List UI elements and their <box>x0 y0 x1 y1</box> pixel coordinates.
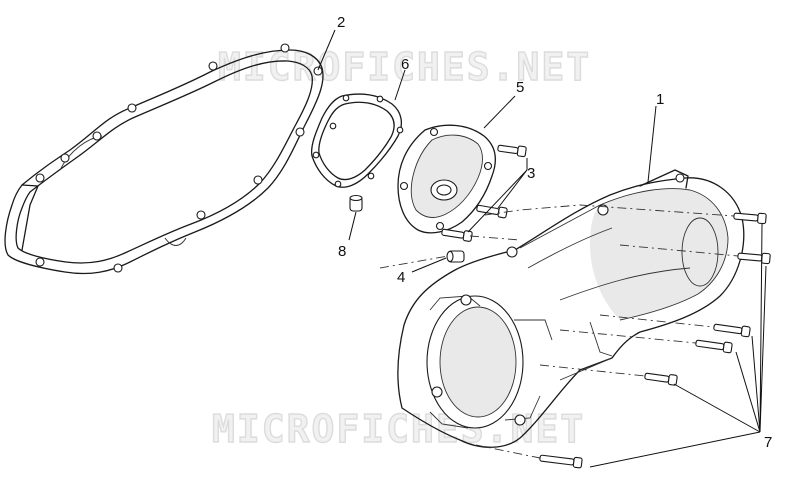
watermark-top: MICROFICHES.NET <box>218 45 591 89</box>
inner-cover-screws <box>441 144 527 242</box>
callout-8: 8 <box>338 243 346 260</box>
assembly-axes <box>379 204 739 459</box>
small-inner-cover <box>397 124 496 234</box>
small-gasket <box>310 93 404 188</box>
watermark-bottom: MICROFICHES.NET <box>212 407 585 451</box>
dowel <box>446 250 465 263</box>
gasket-bolt-holes <box>35 43 323 273</box>
dowel-pin <box>349 194 363 212</box>
callout-3: 3 <box>527 165 535 182</box>
transmission-cover <box>397 169 745 448</box>
callout-5: 5 <box>516 79 524 96</box>
leader-lines <box>317 29 767 468</box>
callout-1: 1 <box>656 91 664 108</box>
callout-6: 6 <box>401 56 409 73</box>
callout-4: 4 <box>397 269 405 286</box>
large-cover-gasket <box>4 43 324 275</box>
callout-7: 7 <box>764 434 772 451</box>
callout-labels: 2 6 5 1 3 4 8 7 <box>337 14 772 451</box>
callout-2: 2 <box>337 14 345 31</box>
